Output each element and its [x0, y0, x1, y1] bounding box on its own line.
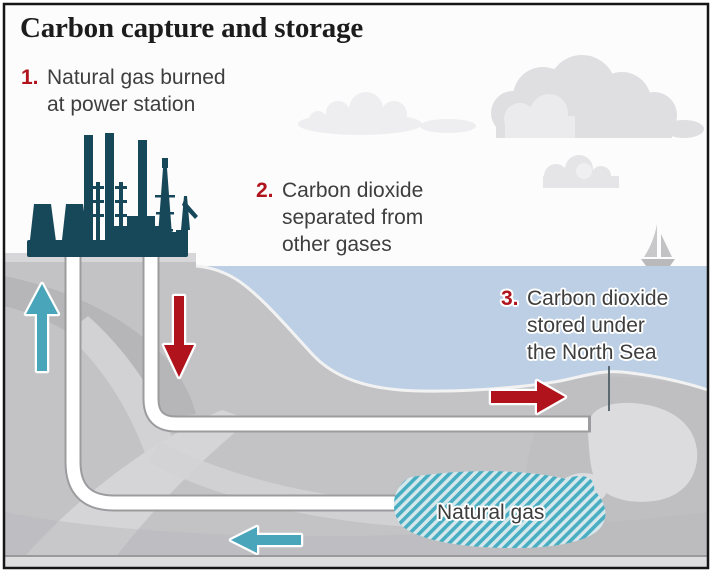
sea — [196, 266, 707, 392]
power-station-icon — [27, 133, 198, 257]
bottom-strip — [5, 556, 707, 567]
natural-gas-reservoir — [393, 471, 606, 549]
step-2-text: Carbon dioxide separated from other gase… — [282, 179, 424, 256]
gas-up-arrow-icon — [23, 281, 61, 374]
natural-gas-label: Natural gas — [437, 501, 545, 524]
coastline-edge — [195, 264, 707, 393]
step-2-number: 2. — [256, 179, 274, 202]
cloud-icon-large — [491, 55, 704, 138]
cloud-icon-small — [543, 155, 619, 188]
step-3-number: 3. — [501, 287, 519, 310]
gas-pipe — [64, 248, 420, 512]
gas-left-arrow-icon — [228, 524, 304, 556]
step-1-text: Natural gas burned at power station — [47, 66, 226, 116]
co2-down-arrow-icon — [161, 293, 197, 380]
step-3-text: Carbon dioxide stored under the North Se… — [527, 287, 669, 364]
cloud-icon-left — [298, 92, 476, 135]
step-1-label: 1. Natural gas burned at power station — [21, 64, 226, 118]
sailboat-icon — [641, 224, 675, 266]
co2-pipe — [142, 248, 591, 433]
step-2-label: 2. Carbon dioxide separated from other g… — [256, 177, 423, 258]
step-3-label: 3. Carbon dioxide stored under the North… — [501, 285, 668, 366]
step-1-number: 1. — [21, 66, 39, 89]
page-title: Carbon capture and storage — [20, 12, 364, 44]
co2-right-arrow-icon — [488, 378, 568, 416]
